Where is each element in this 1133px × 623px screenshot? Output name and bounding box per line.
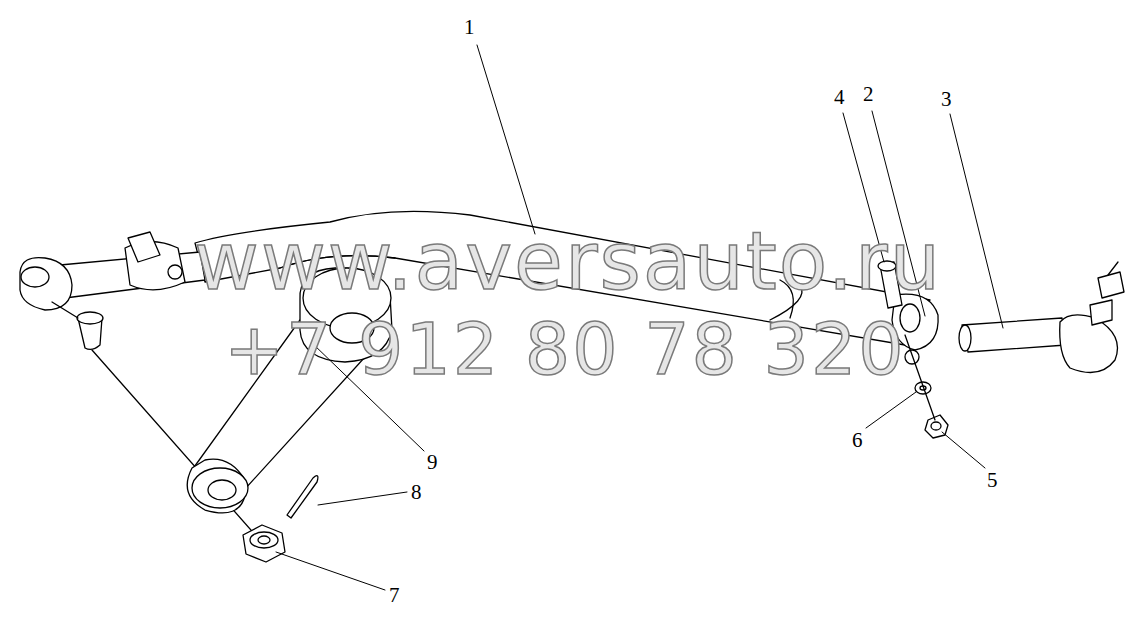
watermark: www.aversauto.ru xyxy=(194,222,942,301)
castle-nut xyxy=(243,525,285,562)
callout-number: 5 xyxy=(987,470,998,491)
watermark: +7 912 80 78 320 xyxy=(224,314,905,385)
callout-number: 8 xyxy=(411,482,422,503)
callout-number: 7 xyxy=(389,585,400,606)
split-pin xyxy=(287,476,318,518)
left-ball-joint xyxy=(20,232,205,349)
callout-number: 9 xyxy=(427,452,438,473)
callout-number: 1 xyxy=(464,17,475,38)
callout-number: 6 xyxy=(852,430,863,451)
tie-rod-end xyxy=(959,262,1124,373)
callout-number: 4 xyxy=(834,87,845,108)
callout-number: 2 xyxy=(863,84,874,105)
callout-number: 3 xyxy=(941,89,952,110)
